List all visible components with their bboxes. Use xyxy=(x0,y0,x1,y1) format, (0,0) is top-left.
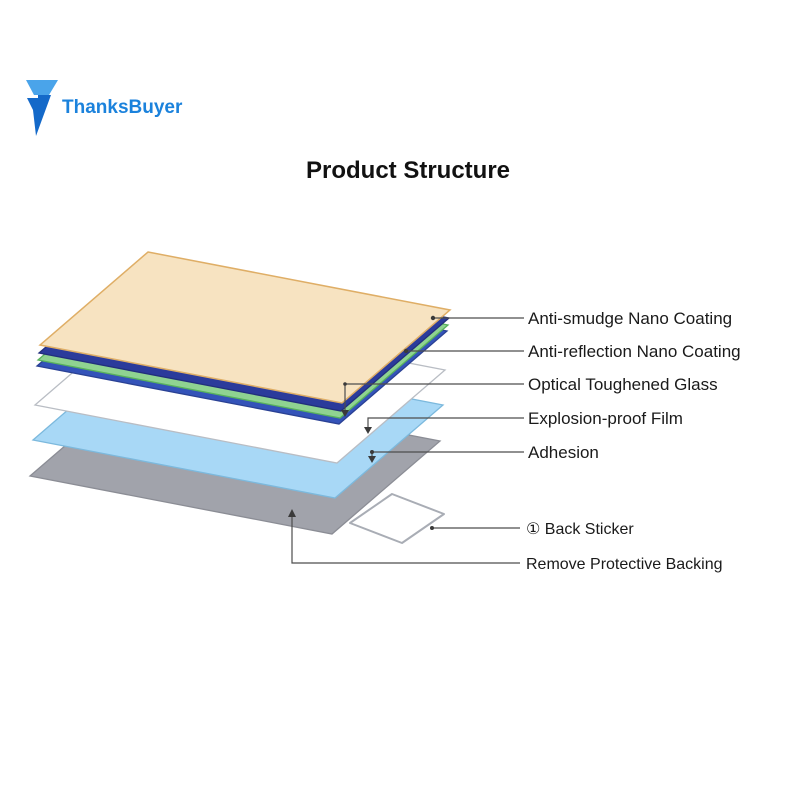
leader-explosion-proof xyxy=(367,417,524,427)
label-anti-reflection: Anti-reflection Nano Coating xyxy=(528,342,741,361)
leader-dot-optical-glass xyxy=(343,382,347,386)
leader-lines xyxy=(288,315,524,564)
arrow-down-optical-glass-icon xyxy=(341,410,349,417)
layer-anti-smudge-coating xyxy=(38,251,452,404)
layer-stack xyxy=(28,251,452,535)
arrow-up-remove-backing-icon xyxy=(288,509,296,517)
leader-remove-backing xyxy=(291,517,520,564)
label-explosion-proof: Explosion-proof Film xyxy=(528,409,683,428)
brand-logo-icon-tail xyxy=(27,95,51,136)
label-back-sticker: ① Back Sticker xyxy=(526,521,634,538)
leader-dot-anti-reflection xyxy=(403,348,409,354)
brand-logo: ThanksBuyer xyxy=(26,80,183,136)
page-title: Product Structure xyxy=(306,157,510,184)
leader-dot-anti-smudge xyxy=(430,315,436,321)
arrow-down-explosion-proof-icon xyxy=(364,427,372,434)
leader-dot-adhesion xyxy=(370,450,374,454)
label-adhesion: Adhesion xyxy=(528,443,599,462)
leader-dot-back-sticker xyxy=(430,526,434,530)
label-remove-backing: Remove Protective Backing xyxy=(526,556,723,573)
layer-labels: Anti-smudge Nano Coating Anti-reflection… xyxy=(526,309,741,573)
label-optical-glass: Optical Toughened Glass xyxy=(528,375,718,394)
brand-logo-icon xyxy=(26,80,58,95)
label-anti-smudge: Anti-smudge Nano Coating xyxy=(528,309,732,328)
brand-name: ThanksBuyer xyxy=(62,97,183,118)
back-sticker-shape xyxy=(349,493,445,544)
arrow-down-adhesion-icon xyxy=(368,456,376,463)
